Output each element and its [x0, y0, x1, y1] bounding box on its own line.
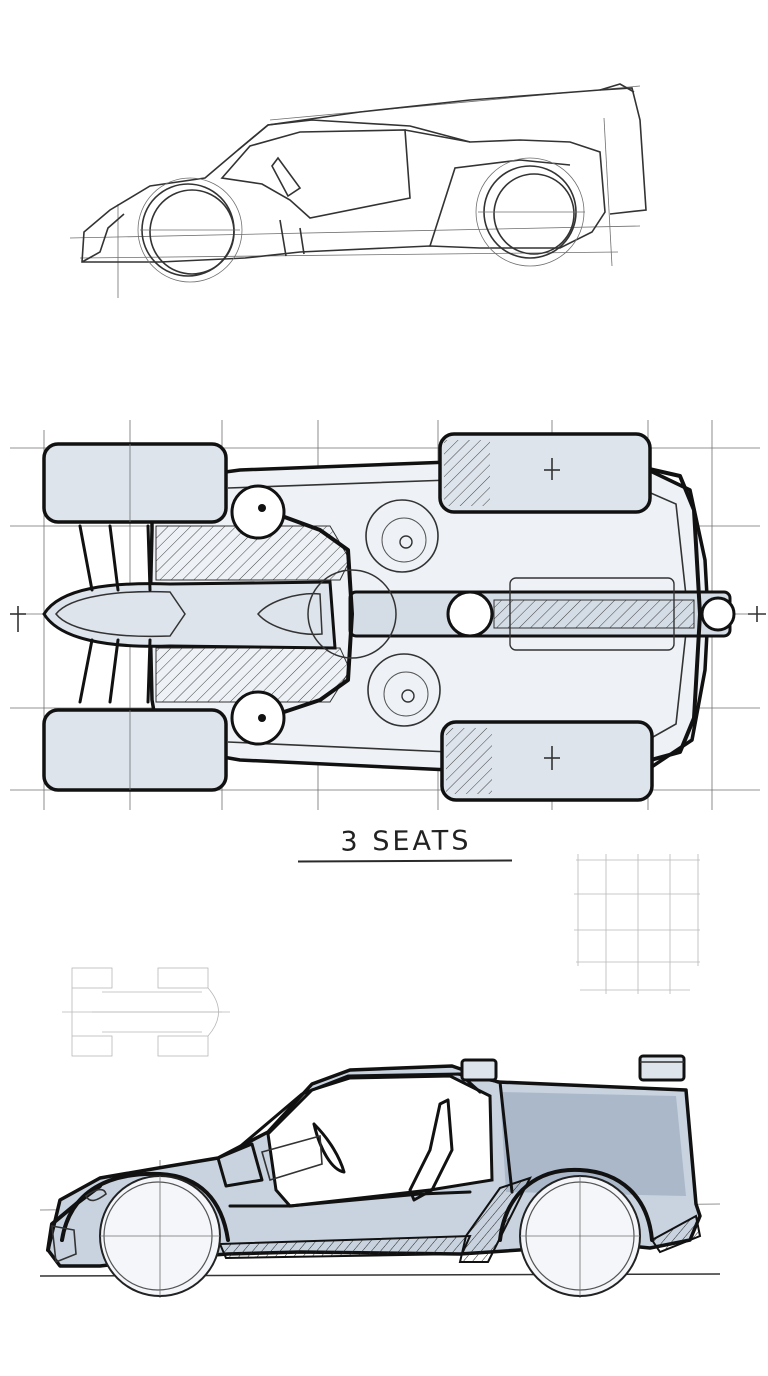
- faint-grid-doodle-right: [574, 854, 700, 994]
- side-view-rough-sketch: [69, 83, 647, 298]
- side-view-rendered-sketch: [39, 1054, 721, 1298]
- wheel-front-right: [42, 708, 228, 792]
- exhaust-stack-front: [460, 1058, 498, 1082]
- nose-cone: [42, 580, 337, 650]
- wheel-rear-right: [440, 720, 654, 802]
- plan-view-layout-drawing: [10, 420, 766, 810]
- faint-plan-doodle-left: [62, 967, 230, 1057]
- seat-rear-bottom: [367, 653, 441, 727]
- seat-rear-top: [365, 499, 439, 573]
- wheel-front-left: [42, 442, 228, 524]
- seat-center: [446, 590, 494, 638]
- exhaust-stack-rear: [638, 1054, 686, 1082]
- wheel-rear-left: [438, 432, 652, 514]
- seat-front-left: [230, 484, 286, 540]
